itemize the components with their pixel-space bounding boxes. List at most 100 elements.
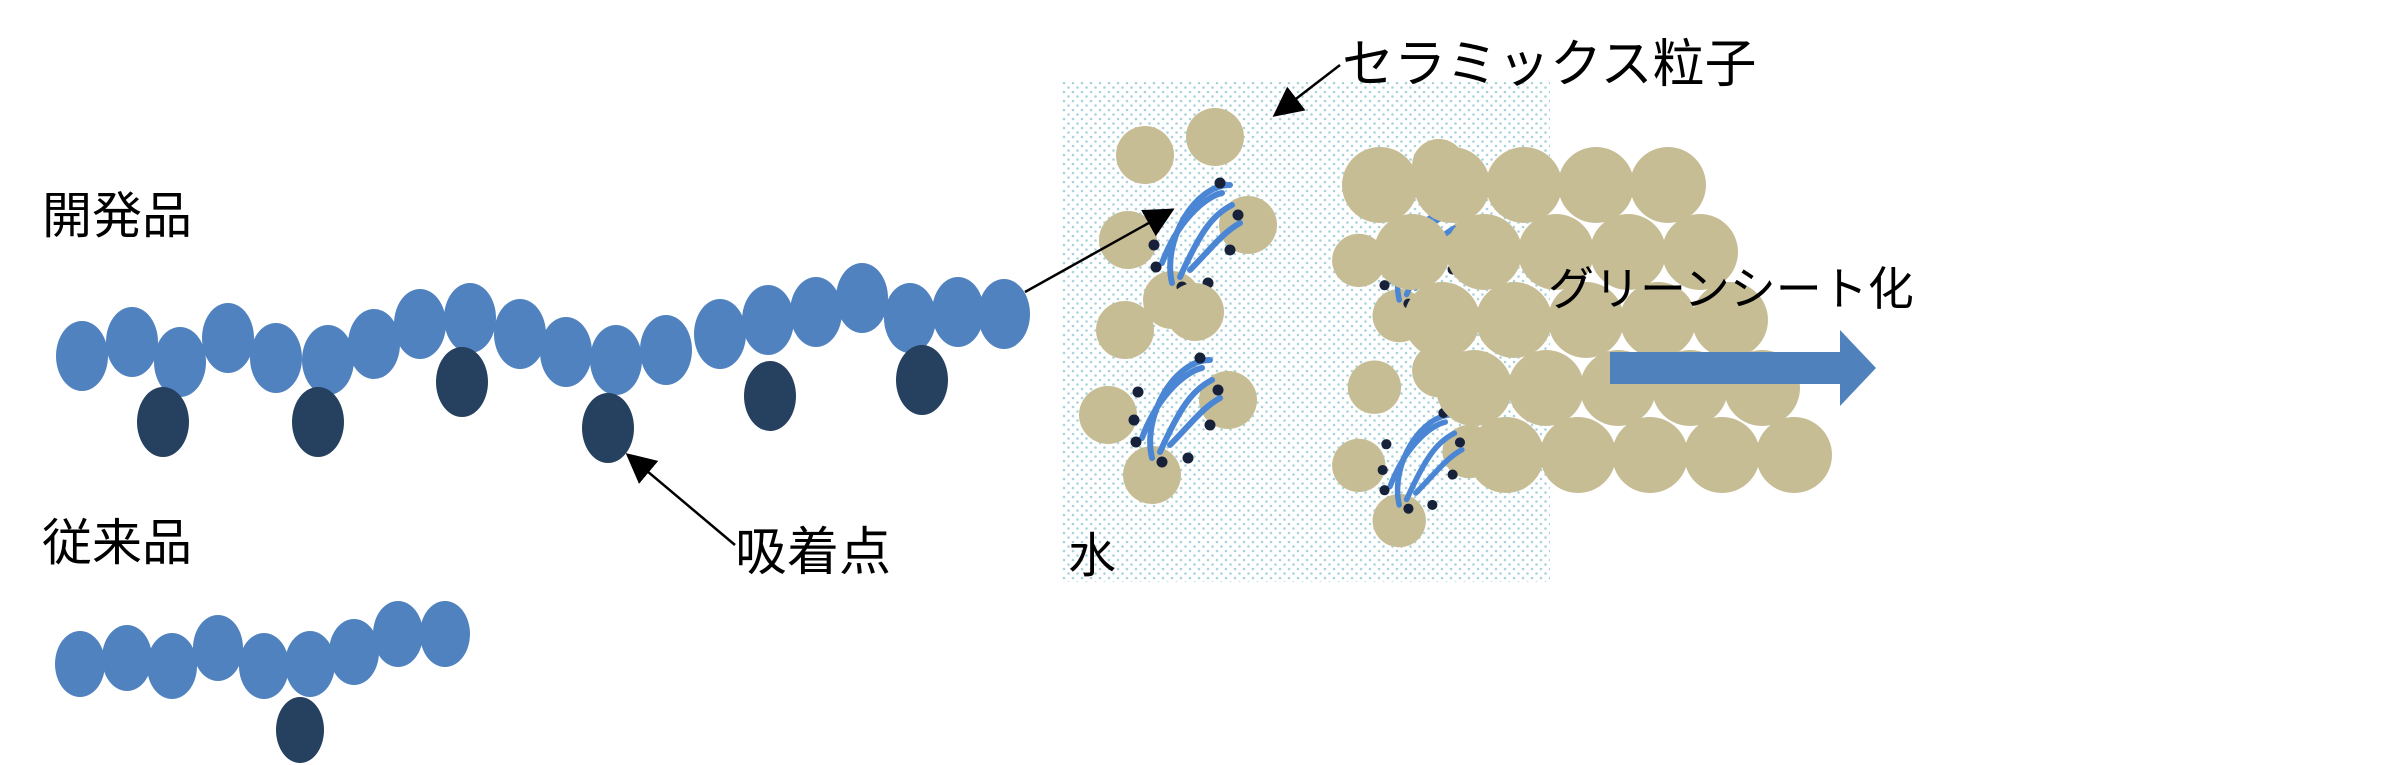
binding-point — [1214, 177, 1226, 189]
adsorbed-polymer — [1157, 377, 1215, 455]
packed-particle — [1540, 417, 1616, 493]
anchor-group — [137, 387, 189, 457]
binding-point — [1377, 464, 1388, 476]
binding-point — [1427, 499, 1438, 511]
developed-polymer-chain — [56, 263, 1030, 397]
ceramic-particle — [1099, 211, 1157, 269]
packed-particle — [1476, 282, 1552, 358]
chain-segment — [285, 631, 335, 697]
green-sheet-particles — [1342, 147, 1832, 493]
binding-point — [1379, 485, 1390, 496]
ceramic-particle — [1219, 196, 1277, 254]
anchor-group — [582, 393, 634, 463]
binding-point — [1194, 352, 1206, 364]
label-adsorption-point: 吸着点 — [735, 523, 891, 583]
chain-segment — [420, 601, 470, 667]
packed-particle — [1518, 214, 1594, 290]
ceramic-cluster — [1099, 108, 1277, 329]
chain-segment — [836, 263, 888, 333]
anchor-group — [896, 345, 948, 415]
chain-segment — [239, 633, 289, 699]
chain-segment — [55, 631, 105, 697]
binding-point — [1447, 469, 1458, 480]
ceramic-particle — [1166, 283, 1224, 341]
chain-segment — [694, 299, 746, 369]
chain-segment — [394, 289, 446, 359]
ceramic-particle — [1079, 386, 1137, 444]
packed-particle — [1446, 214, 1522, 290]
adsorbed-polymer — [1177, 202, 1235, 280]
label-conventional: 従来品 — [42, 514, 192, 572]
binding-point — [1454, 437, 1466, 448]
chain-segment — [102, 625, 152, 691]
ceramic-particle — [1332, 438, 1386, 493]
ceramic-pointer — [1272, 64, 1341, 117]
packed-particle — [1468, 417, 1544, 493]
ceramic-particle — [1199, 371, 1257, 429]
packed-particle — [1620, 282, 1696, 358]
binding-point — [1130, 436, 1142, 448]
ceramic-cluster — [1332, 343, 1496, 548]
label-water: 水 — [1068, 528, 1116, 584]
chain-to-cluster-line — [1024, 208, 1175, 294]
packed-particle — [1630, 147, 1706, 223]
ceramic-particle — [1096, 301, 1154, 359]
adsorbed-polymer — [1167, 395, 1223, 448]
chain-segment — [329, 619, 379, 685]
binding-point — [1156, 456, 1168, 468]
ceramic-particle — [1332, 233, 1386, 288]
binding-point — [1232, 209, 1244, 221]
ceramic-particle — [1347, 360, 1402, 414]
chain-segment — [193, 615, 243, 681]
adsorption-pointer — [625, 453, 736, 546]
binding-point — [1204, 419, 1216, 431]
developed-anchor-groups — [137, 345, 948, 463]
chain-segment — [790, 277, 842, 347]
process-arrow — [1610, 330, 1876, 406]
label-developed: 開発品 — [42, 187, 192, 245]
chain-segment — [742, 285, 794, 355]
packed-particle — [1684, 417, 1760, 493]
adsorbed-polymer — [1187, 220, 1243, 273]
anchor-group — [436, 347, 488, 417]
chain-segment — [302, 325, 354, 395]
binding-point — [1224, 244, 1236, 256]
conventional-anchor-groups — [276, 697, 324, 763]
packed-particle — [1414, 147, 1490, 223]
binding-point — [1212, 384, 1224, 396]
chain-segment — [640, 315, 692, 385]
chain-segment — [373, 601, 423, 667]
adsorbed-polymer — [1139, 365, 1205, 441]
adsorbed-polymer — [1387, 419, 1448, 490]
binding-point — [1150, 261, 1162, 273]
chain-segment — [444, 283, 496, 353]
binding-point — [1379, 280, 1390, 291]
packed-particle — [1486, 147, 1562, 223]
chain-segment — [202, 303, 254, 373]
binding-point — [1132, 386, 1144, 398]
anchor-group — [744, 361, 796, 431]
binding-point — [1403, 503, 1414, 514]
chain-segment — [106, 307, 158, 377]
adsorbed-polymer — [1159, 190, 1225, 266]
adsorbed-polymer — [1403, 430, 1458, 503]
packed-particle — [1342, 147, 1418, 223]
packed-particle — [1548, 282, 1624, 358]
chain-segment — [56, 321, 108, 391]
packed-particle — [1404, 282, 1480, 358]
chain-segment — [348, 309, 400, 379]
chain-segment — [154, 327, 206, 397]
chain-segment — [250, 323, 302, 393]
chain-segment — [540, 317, 592, 387]
chain-segment — [884, 283, 936, 353]
adsorbed-polymer — [1413, 447, 1465, 496]
chain-segment — [147, 633, 197, 699]
anchor-group — [276, 697, 324, 763]
packed-particle — [1692, 282, 1768, 358]
packed-particle — [1558, 147, 1634, 223]
binding-point — [1148, 239, 1160, 251]
ceramic-cluster — [1079, 283, 1257, 504]
packed-particle — [1590, 214, 1666, 290]
packed-particle — [1756, 417, 1832, 493]
